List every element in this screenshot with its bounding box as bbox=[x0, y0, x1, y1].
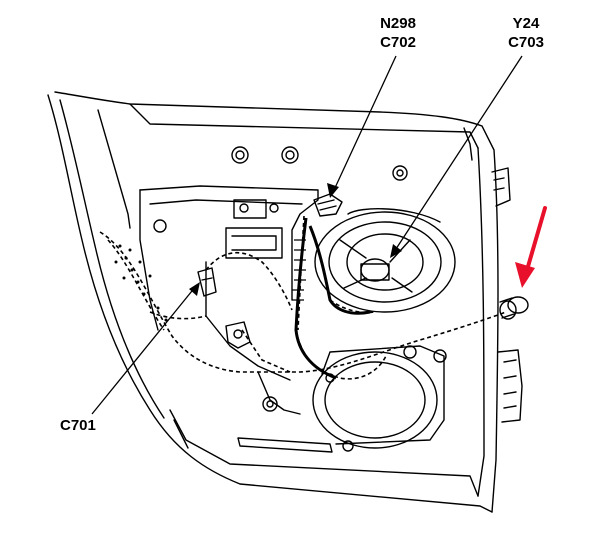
leader-y24 bbox=[393, 55, 523, 253]
callout-n298-c702: N298 C702 bbox=[368, 14, 428, 52]
harness-bundle bbox=[294, 217, 371, 380]
arrowhead-y24 bbox=[390, 244, 402, 258]
callout-c701: C701 bbox=[60, 416, 120, 435]
arrowhead-n298 bbox=[327, 183, 339, 198]
inner-panel-carrier bbox=[139, 185, 319, 415]
upper-mounting-holes bbox=[231, 146, 408, 181]
leader-n298 bbox=[333, 55, 397, 191]
harness-wrap-ticks bbox=[292, 239, 306, 301]
callout-n298-line2: C702 bbox=[380, 34, 416, 51]
lock-actuator bbox=[225, 321, 251, 349]
callout-y24-c703: Y24 C703 bbox=[496, 14, 556, 52]
panel-speckles bbox=[114, 244, 168, 322]
callout-y24-line1: Y24 bbox=[512, 15, 540, 32]
upper-speaker bbox=[314, 208, 456, 313]
callout-leaders bbox=[91, 55, 523, 415]
callout-n298-line1: N298 bbox=[380, 15, 416, 32]
callout-y24-line2: C703 bbox=[508, 34, 544, 51]
leader-c701 bbox=[91, 285, 197, 415]
connector-c701 bbox=[197, 267, 217, 297]
callout-c701-text: C701 bbox=[60, 417, 96, 434]
red-indicator-arrow bbox=[515, 206, 547, 288]
grommet-connector bbox=[499, 296, 529, 320]
lower-vent-slot bbox=[237, 437, 333, 453]
door-outer-shell bbox=[47, 91, 499, 513]
connector-n298 bbox=[313, 193, 343, 217]
leader-arrowheads bbox=[189, 183, 402, 296]
arrowhead-c701 bbox=[189, 282, 200, 296]
lower-speaker bbox=[312, 345, 447, 452]
right-edge-slots bbox=[491, 167, 523, 423]
